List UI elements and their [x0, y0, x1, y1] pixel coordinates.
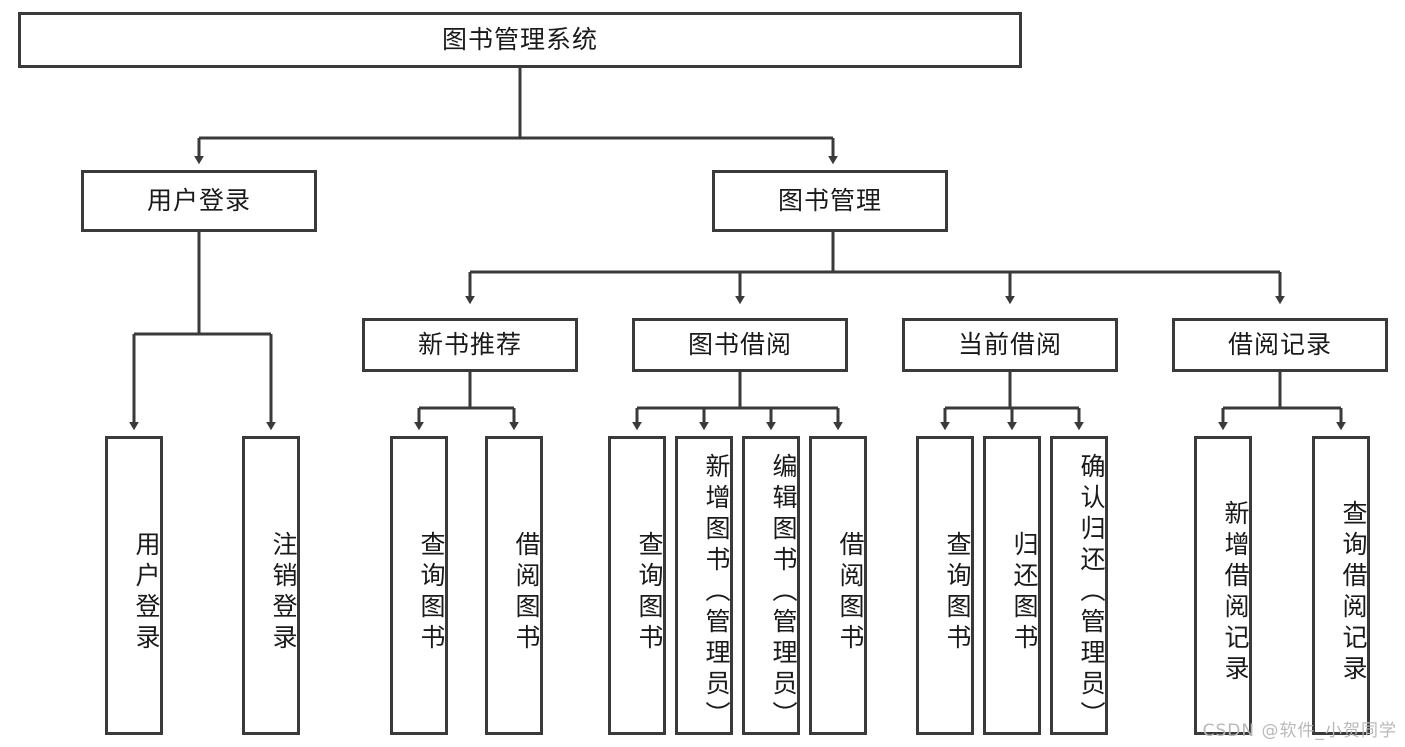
- leaf-return-book[interactable]: 归还图书: [983, 436, 1041, 735]
- node-borrow-record[interactable]: 借阅记录: [1172, 318, 1388, 372]
- leaf-label: 借阅图书: [836, 530, 865, 655]
- leaf-label: 查询借阅记录: [1339, 499, 1368, 686]
- leaf-label: 查询图书: [943, 530, 972, 655]
- node-current-borrow[interactable]: 当前借阅: [902, 318, 1118, 372]
- leaf-label: 查询图书: [417, 530, 446, 655]
- leaf-user-login[interactable]: 用户登录: [105, 436, 163, 735]
- leaf-borrow-book-new[interactable]: 借阅图书: [485, 436, 543, 735]
- leaf-query-book-new[interactable]: 查询图书: [390, 436, 448, 735]
- leaf-confirm-return-admin[interactable]: 确认归还（管理员）: [1050, 436, 1108, 735]
- node-book-management[interactable]: 图书管理: [712, 170, 948, 232]
- leaf-add-borrow-record[interactable]: 新增借阅记录: [1194, 436, 1252, 735]
- leaf-label: 借阅图书: [512, 530, 541, 655]
- leaf-add-book-admin[interactable]: 新增图书（管理员）: [675, 436, 733, 735]
- leaf-label: 注销登录: [269, 530, 298, 655]
- leaf-query-book-current[interactable]: 查询图书: [916, 436, 974, 735]
- leaf-logout[interactable]: 注销登录: [242, 436, 300, 735]
- leaf-query-borrow-record[interactable]: 查询借阅记录: [1312, 436, 1370, 735]
- leaf-edit-book-admin[interactable]: 编辑图书（管理员）: [742, 436, 800, 735]
- node-root-system[interactable]: 图书管理系统: [18, 12, 1022, 68]
- node-book-borrow[interactable]: 图书借阅: [632, 318, 848, 372]
- node-user-login[interactable]: 用户登录: [81, 170, 317, 232]
- watermark: CSDN @软件_小贺同学: [1202, 721, 1397, 741]
- leaf-label: 新增图书（管理员）: [702, 453, 731, 732]
- leaf-label: 编辑图书（管理员）: [769, 453, 798, 732]
- leaf-label: 查询图书: [635, 530, 664, 655]
- leaf-label: 新增借阅记录: [1221, 499, 1250, 686]
- leaf-label: 确认归还（管理员）: [1077, 453, 1106, 732]
- leaf-query-book[interactable]: 查询图书: [608, 436, 666, 735]
- leaf-borrow-book[interactable]: 借阅图书: [809, 436, 867, 735]
- node-new-book-recommend[interactable]: 新书推荐: [362, 318, 578, 372]
- leaf-label: 用户登录: [132, 530, 161, 655]
- leaf-label: 归还图书: [1010, 530, 1039, 655]
